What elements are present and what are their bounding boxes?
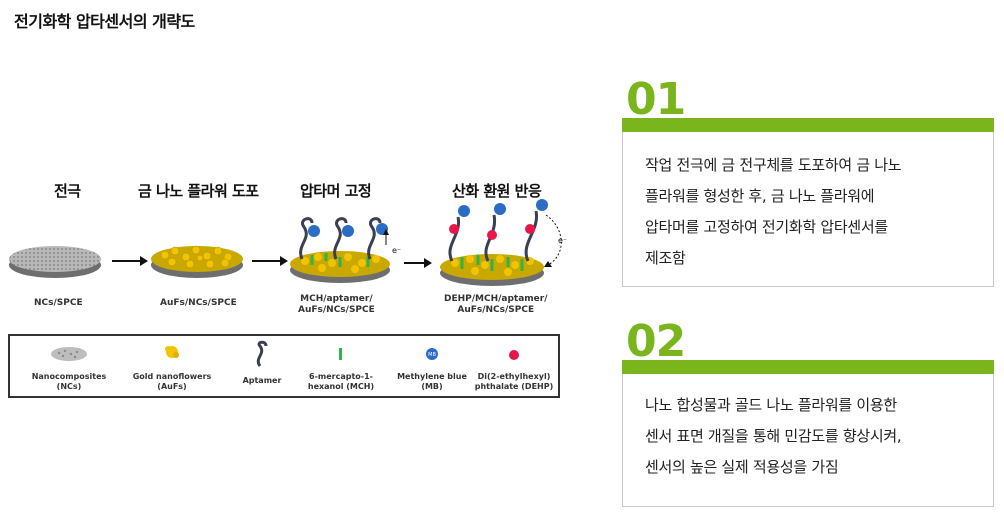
methylene-blue-icon: MB — [426, 348, 438, 360]
gold-electrode-disc — [151, 245, 243, 278]
mch-icon — [339, 348, 342, 360]
mb-label: MB — [428, 352, 436, 358]
arrow-icon — [112, 256, 148, 266]
legend-item: Nanocomposites (NCs) — [24, 336, 114, 396]
card-text: 나노 합성물과 골드 나노 플라워를 이용한 센서 표면 개질을 통해 민감도를… — [645, 396, 902, 476]
gold-nanoflower-icon — [165, 346, 179, 358]
stage-caption-redox: DEHP/MCH/aptamer/ AuFs/NCs/SPCE — [444, 294, 548, 315]
electron-label: e⁻ — [392, 246, 401, 255]
arrow-icon — [404, 258, 432, 268]
legend-item: Aptamer — [228, 336, 296, 396]
dehp-icon — [509, 350, 519, 360]
redox-electrode-disc — [440, 199, 562, 286]
sensor-scheme-diagram: e⁻ e⁻ — [9, 199, 567, 286]
legend-item: Gold nanoflowers (AuFs) — [122, 336, 222, 396]
card-accent-bar — [622, 360, 994, 374]
aptamer-icon — [256, 340, 268, 367]
stage-label-aptamer: 압타머 고정 — [300, 182, 372, 200]
stage-caption-aptamer: MCH/aptamer/ AuFs/NCs/SPCE — [298, 294, 375, 315]
legend-item: MB Methylene blue (MB) — [390, 336, 474, 396]
legend-item: 6-mercapto-1- hexanol (MCH) — [300, 336, 382, 396]
legend-item: Di(2-ethylhexyl) phthalate (DEHP) — [472, 336, 556, 396]
page-title: 전기화학 압타센서의 개략도 — [14, 12, 195, 31]
card-text: 작업 전극에 금 전구체를 도포하여 금 나노 플라워를 형성한 후, 금 나노… — [645, 156, 902, 267]
legend: Nanocomposites (NCs) Gold nanoflowers (A… — [8, 334, 560, 398]
card-accent-bar — [622, 118, 994, 132]
card-number: 02 — [626, 316, 686, 367]
card-body: 작업 전극에 금 전구체를 도포하여 금 나노 플라워를 형성한 후, 금 나노… — [622, 132, 994, 287]
stage-label-gold-nanoflower: 금 나노 플라워 도포 — [138, 182, 259, 200]
card-body: 나노 합성물과 골드 나노 플라워를 이용한 센서 표면 개질을 통해 민감도를… — [622, 374, 994, 507]
card-number: 01 — [626, 74, 686, 125]
aptamer-electrode-disc — [290, 217, 390, 283]
stage-caption-electrode: NCs/SPCE — [34, 298, 83, 308]
arrow-icon — [252, 256, 288, 266]
electron-label: e⁻ — [558, 236, 567, 245]
electrode-disc — [9, 246, 101, 278]
stage-label-redox: 산화 환원 반응 — [452, 182, 542, 200]
stage-caption-gold: AuFs/NCs/SPCE — [160, 298, 237, 308]
nanocomposite-icon — [51, 347, 87, 361]
stage-label-electrode: 전극 — [54, 182, 81, 200]
